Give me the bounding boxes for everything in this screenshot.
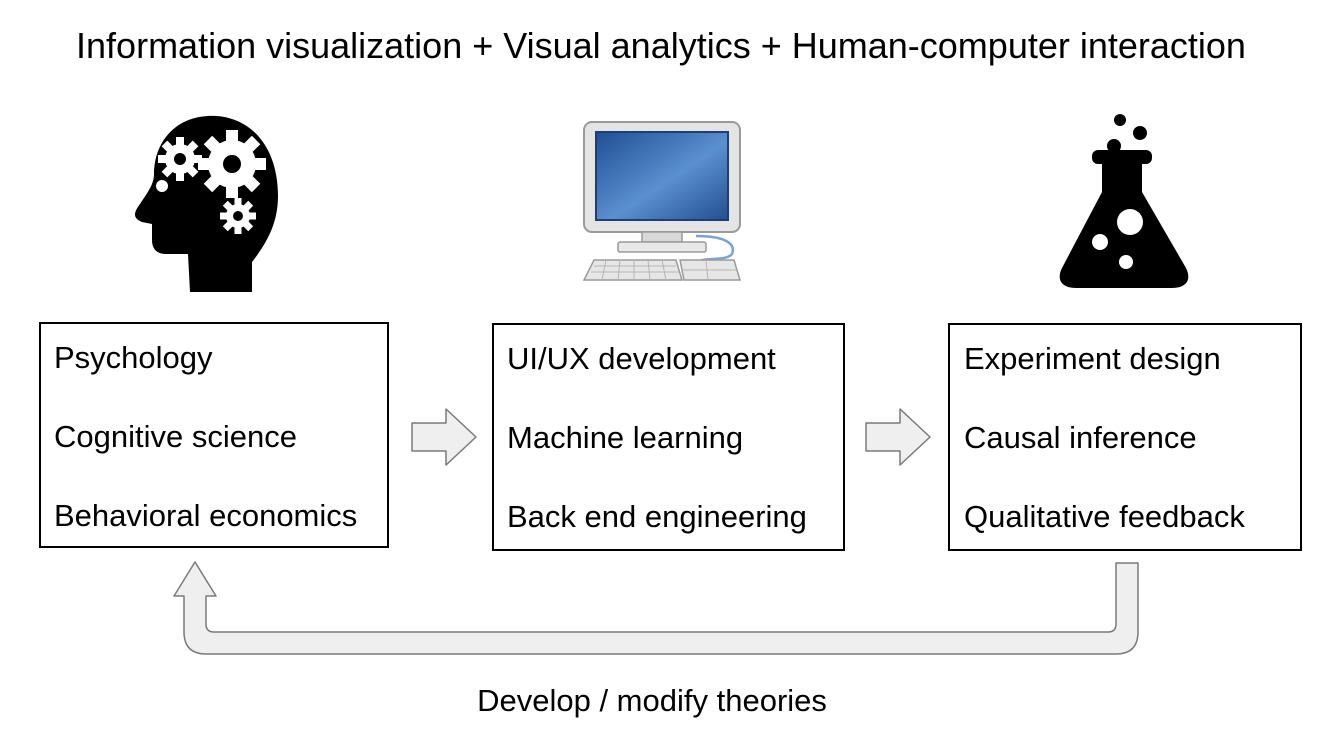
box-item: Back end engineering	[507, 499, 807, 534]
loop-caption: Develop / modify theories	[477, 683, 827, 718]
theory-box: Psychology Cognitive science Behavioral …	[39, 322, 389, 548]
box-item: Cognitive science	[54, 419, 297, 454]
box-item: Causal inference	[964, 420, 1197, 455]
box-item: Qualitative feedback	[964, 499, 1245, 534]
box-item: Behavioral economics	[54, 498, 358, 533]
head-with-gears-icon	[135, 115, 278, 292]
feedback-loop-arrow	[173, 561, 1139, 655]
diagram-title: Information visualization + Visual analy…	[76, 25, 1246, 66]
box-item: Experiment design	[964, 341, 1221, 376]
evaluation-box: Experiment design Causal inference Quali…	[948, 323, 1302, 551]
right-arrow-icon	[411, 408, 477, 466]
box-item: UI/UX development	[507, 341, 776, 376]
desktop-computer-icon	[582, 121, 742, 281]
system-box: UI/UX development Machine learning Back …	[492, 323, 845, 551]
box-item: Machine learning	[507, 420, 744, 455]
box-item: Psychology	[54, 340, 213, 375]
right-arrow-icon	[865, 408, 931, 466]
flask-icon	[1059, 114, 1189, 288]
